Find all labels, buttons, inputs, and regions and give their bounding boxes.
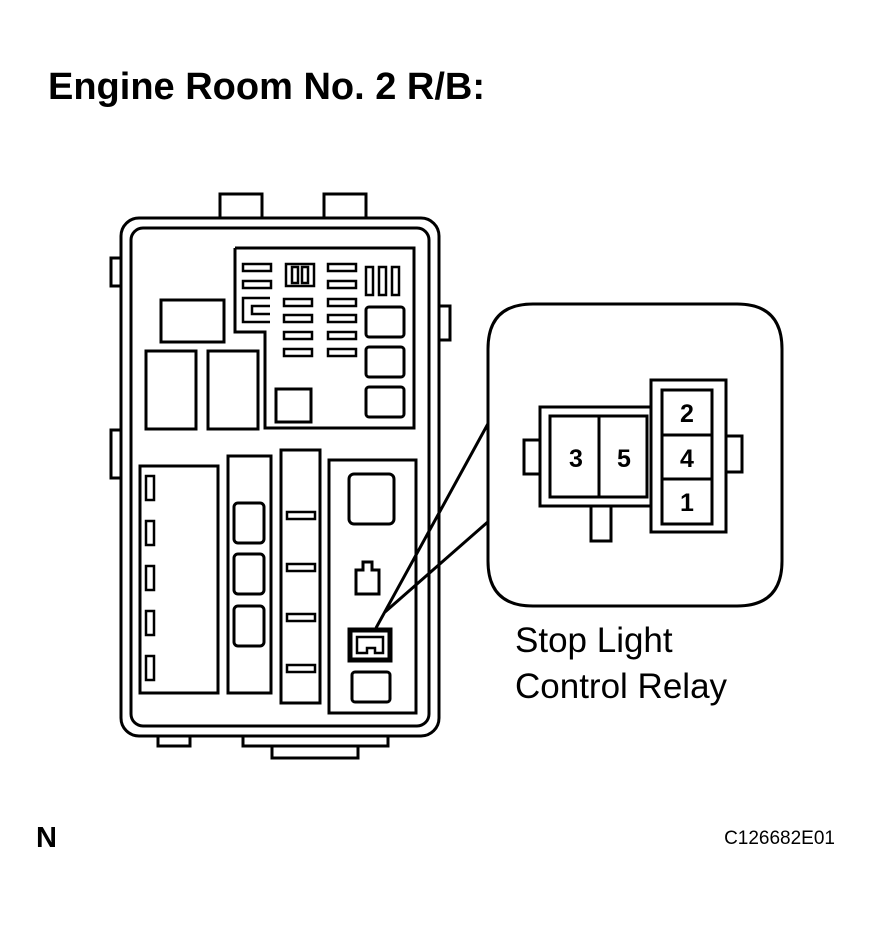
middle-relay-2 <box>232 552 266 596</box>
middle-relay-3 <box>232 604 266 648</box>
upper-relay-3 <box>364 385 406 419</box>
diagram-title: Engine Room No. 2 R/B: <box>48 66 485 108</box>
figure-code: C126682E01 <box>724 828 835 849</box>
terminal-4: 4 <box>680 445 694 473</box>
middle-fuses <box>285 510 317 674</box>
lower-left-fuse-panel <box>138 464 220 695</box>
terminal-5: 5 <box>617 445 631 473</box>
relay-label-line-1: Stop Light <box>515 621 673 660</box>
relay-block-inner <box>129 226 431 728</box>
callout-line-upper <box>374 419 492 629</box>
right-lower-relay-small <box>350 670 392 704</box>
terminal-3: 3 <box>569 445 583 473</box>
orientation-mark: N <box>36 822 57 854</box>
callout-line-lower <box>384 518 491 614</box>
top-tab-right <box>322 192 368 220</box>
left-relay-a <box>144 349 198 431</box>
relay-connector <box>522 378 744 543</box>
middle-fuse-panel <box>279 448 322 705</box>
terminal-2: 2 <box>680 400 694 428</box>
lower-left-fuses <box>144 474 156 682</box>
right-lower-relay-large <box>347 472 396 526</box>
middle-relay-1 <box>232 501 266 545</box>
stop-light-control-relay-label: Stop Light Control Relay <box>515 618 727 710</box>
terminal-1: 1 <box>680 489 694 517</box>
upper-relay-1 <box>364 305 406 339</box>
upper-relay-2 <box>364 345 406 379</box>
right-lower-connector-shape <box>354 560 381 596</box>
upper-fuses <box>241 262 401 358</box>
bottom-tab-foot <box>270 744 360 760</box>
middle-relay-panel <box>226 454 273 695</box>
relay-label-line-2: Control Relay <box>515 667 728 706</box>
top-tab-left <box>218 192 264 220</box>
upper-fuse-panel <box>233 246 416 430</box>
stop-light-relay-location <box>347 627 393 663</box>
left-top-block <box>159 298 226 344</box>
left-relay-b <box>206 349 260 431</box>
upper-square-block <box>274 387 313 424</box>
stop-light-relay-location-detail <box>355 635 385 655</box>
